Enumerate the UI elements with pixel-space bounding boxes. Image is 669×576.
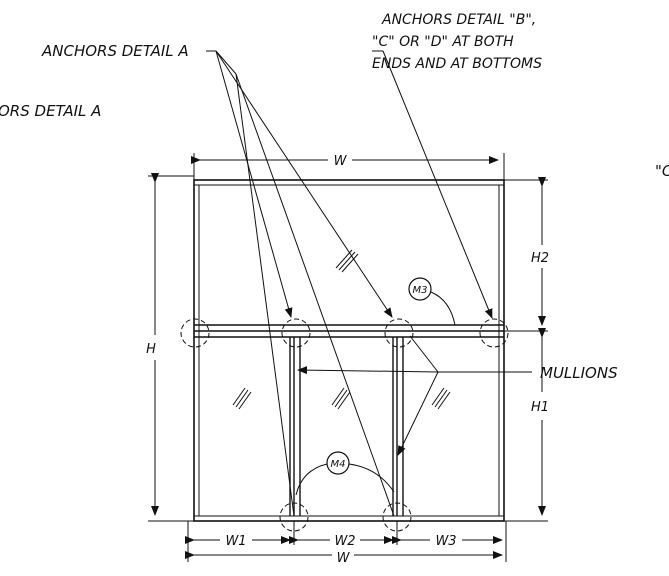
vertical-mullion-left bbox=[289, 337, 301, 516]
leader-anchors-a-middle bbox=[215, 50, 395, 517]
label-anchors-bcd-line3: ENDS AND AT BOTTOMS bbox=[372, 56, 542, 72]
dim-label-w-bottom: W bbox=[337, 551, 351, 566]
label-anchors-detail-a-cut: ORS DETAIL A bbox=[0, 102, 101, 120]
dim-label-w3: W3 bbox=[435, 534, 456, 549]
vertical-mullion-right bbox=[392, 337, 404, 516]
svg-text:M4: M4 bbox=[331, 459, 346, 470]
label-mullions: MULLIONS bbox=[540, 364, 618, 382]
callout-m4: M4 bbox=[295, 451, 395, 496]
dimension-w-top bbox=[191, 153, 505, 180]
label-anchors-bcd-line1: ANCHORS DETAIL "B", bbox=[381, 12, 536, 28]
dim-label-w2: W2 bbox=[334, 534, 355, 549]
label-anchors-detail-a: ANCHORS DETAIL A bbox=[41, 42, 189, 60]
dim-label-h1: H1 bbox=[531, 400, 549, 415]
dim-label-w1: W1 bbox=[225, 534, 246, 549]
label-anchors-bcd-line2: "C" OR "D" AT BOTH bbox=[372, 34, 514, 50]
dim-label-h: H bbox=[146, 342, 156, 357]
callout-m3: M3 bbox=[408, 277, 456, 326]
svg-text:M3: M3 bbox=[413, 285, 428, 296]
dim-label-w-top: W bbox=[334, 154, 348, 169]
leader-mullions bbox=[297, 335, 532, 456]
leader-anchors-a bbox=[206, 50, 393, 318]
dim-label-h2: H2 bbox=[531, 251, 549, 266]
dimension-h1-h2 bbox=[504, 177, 548, 522]
window-frame bbox=[193, 179, 505, 522]
dimension-bottom bbox=[185, 521, 507, 562]
glass-hatch-marks bbox=[232, 249, 451, 410]
anchor-circles bbox=[180, 318, 509, 532]
label-right-cut: "C bbox=[655, 162, 669, 180]
dimension-h bbox=[148, 173, 194, 522]
transom bbox=[194, 324, 504, 338]
leader-anchors-bcd bbox=[372, 50, 493, 319]
